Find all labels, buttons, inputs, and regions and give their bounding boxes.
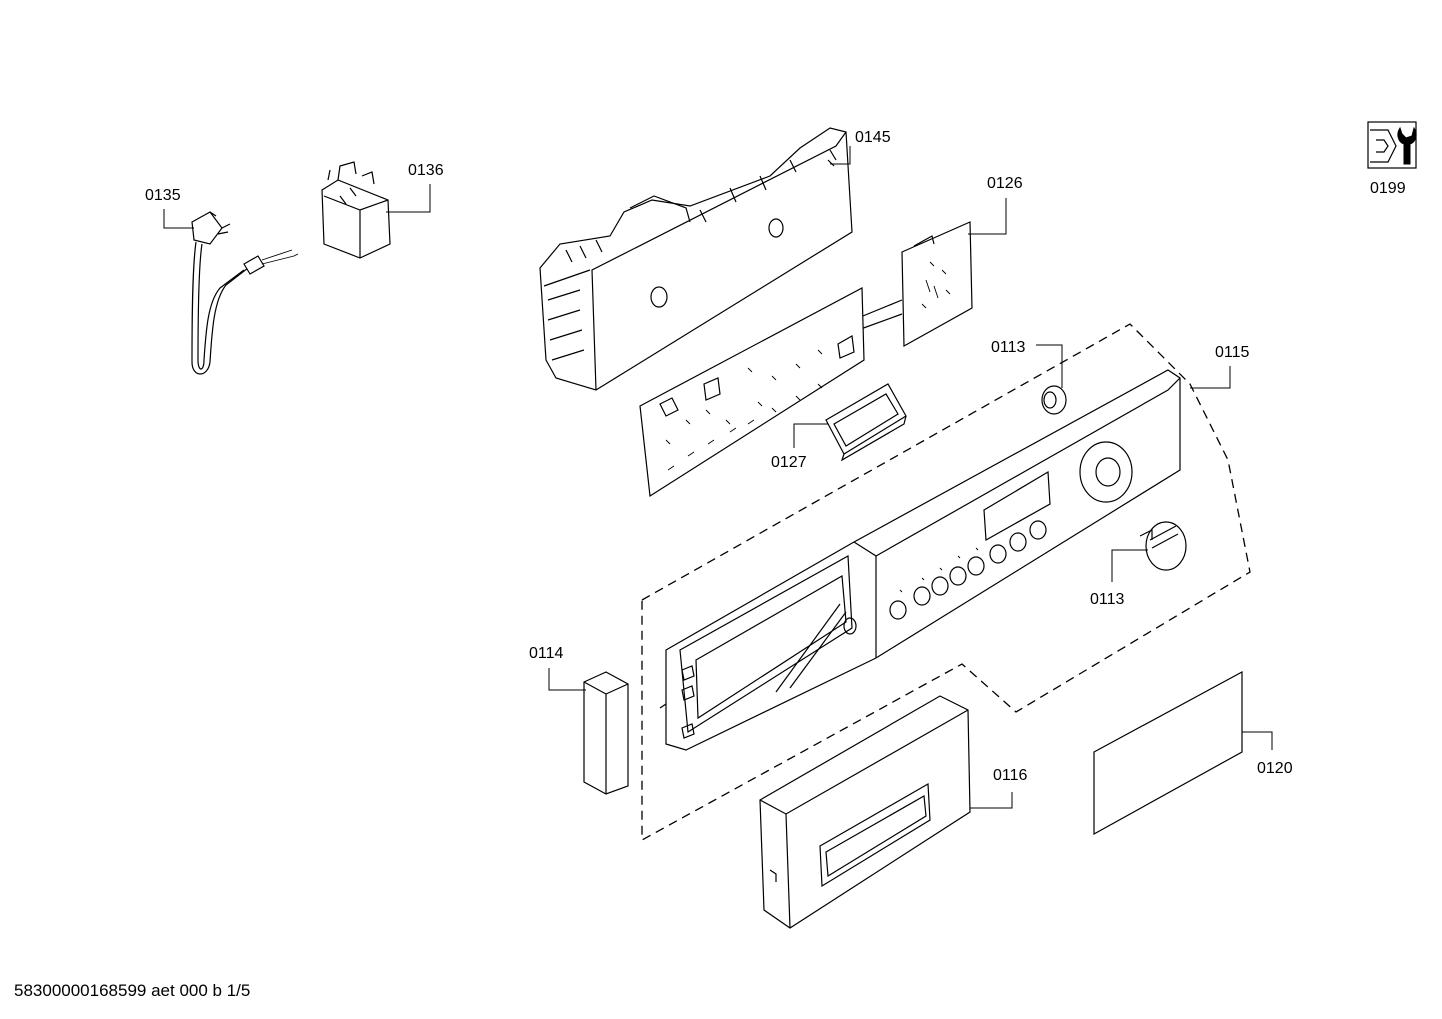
label-0136: 0136 bbox=[408, 162, 444, 179]
selector-knob-part[interactable] bbox=[1139, 521, 1187, 571]
label-0116: 0116 bbox=[993, 767, 1028, 784]
label-0120: 0120 bbox=[1257, 760, 1293, 777]
label-0126: 0126 bbox=[987, 175, 1023, 192]
label-plate-part[interactable] bbox=[1093, 670, 1243, 836]
small-knob-part-top[interactable] bbox=[1041, 385, 1067, 415]
leader-lines bbox=[163, 146, 1273, 809]
label-0114: 0114 bbox=[529, 645, 564, 662]
label-0113-top: 0113 bbox=[991, 339, 1026, 356]
wrench-nut-icon bbox=[1367, 121, 1417, 169]
label-0135: 0135 bbox=[145, 187, 181, 204]
label-0115: 0115 bbox=[1215, 344, 1250, 361]
assembly-group-boundary bbox=[641, 323, 1251, 842]
label-0113-bottom: 0113 bbox=[1090, 591, 1125, 608]
drawing-id-footer: 58300000168599 aet 000 b 1/5 bbox=[14, 981, 251, 1000]
main-circuit-board-part[interactable] bbox=[639, 287, 865, 498]
small-board-part[interactable] bbox=[857, 221, 973, 348]
control-panel-fascia-part[interactable] bbox=[659, 369, 1181, 751]
label-0145: 0145 bbox=[855, 129, 891, 146]
filter-block-part[interactable] bbox=[321, 161, 391, 259]
spacer-block-part[interactable] bbox=[583, 671, 629, 795]
label-0127: 0127 bbox=[771, 454, 807, 471]
label-0199: 0199 bbox=[1370, 180, 1406, 197]
drawer-handle-part[interactable] bbox=[759, 695, 971, 929]
electronic-housing-part[interactable] bbox=[539, 127, 853, 391]
power-cord-part[interactable] bbox=[191, 211, 299, 375]
display-module-part[interactable] bbox=[825, 383, 907, 462]
